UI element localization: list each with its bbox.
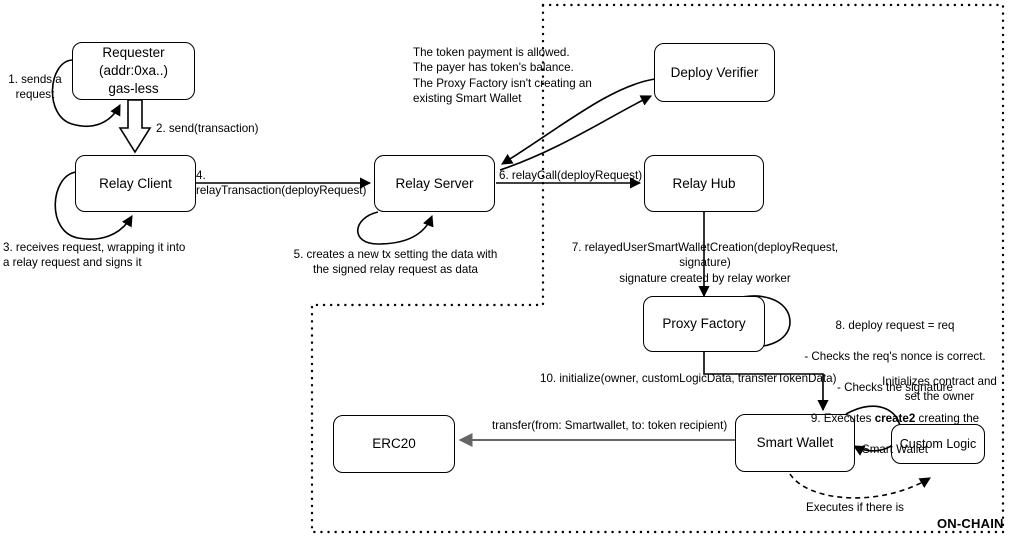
- node-proxy-factory-label: Proxy Factory: [662, 316, 746, 332]
- node-relay-client[interactable]: Relay Client: [75, 155, 196, 212]
- connector-relay-server-self: [357, 211, 434, 245]
- node-relay-hub-label: Relay Hub: [672, 175, 736, 191]
- annotation-initializes-contract: Initializes contract and set the owner: [882, 375, 997, 404]
- on-chain-boundary: [310, 3, 1005, 534]
- connector-relay-server-to-deploy-verifier: [499, 95, 653, 171]
- annotation-step-9-line-5: Smart Wallet: [862, 442, 928, 456]
- annotation-step-7: 7. relayedUserSmartWalletCreation(deploy…: [571, 241, 839, 285]
- connector-smart-wallet-to-custom-logic: [789, 473, 931, 499]
- annotation-step-9-create2: create2: [874, 411, 916, 425]
- node-relay-hub[interactable]: Relay Hub: [644, 155, 764, 212]
- connector-relay-client-self: [54, 171, 133, 240]
- node-smart-wallet[interactable]: Smart Wallet: [735, 414, 855, 472]
- annotation-step-8-line-2: - Checks the req's nonce is correct.: [804, 350, 986, 364]
- annotation-step-6: 6. relayCall(deployRequest): [499, 169, 643, 182]
- node-erc20-label: ERC20: [372, 436, 416, 452]
- on-chain-region-label: ON-CHAIN: [937, 516, 1004, 531]
- annotation-verifier-conditions: The token payment is allowed. The payer …: [413, 46, 592, 106]
- annotation-step-8-line-3: - Checks the signature: [837, 381, 953, 395]
- annotation-step-5: 5. creates a new tx setting the data wit…: [293, 248, 498, 277]
- annotation-step-1: 1. sends a request: [8, 73, 62, 102]
- annotation-step-4: 4. relayTransaction(deployRequest): [196, 169, 367, 198]
- connector-requester-to-relay-client: [118, 99, 152, 154]
- node-requester[interactable]: Requester (addr:0xa..) gas-less: [72, 42, 195, 100]
- annotation-step-2: 2. send(transaction): [156, 122, 259, 135]
- node-smart-wallet-label: Smart Wallet: [756, 435, 834, 451]
- node-deploy-verifier-label: Deploy Verifier: [670, 64, 759, 80]
- annotation-step-3: 3. receives request, wrapping it into a …: [3, 241, 186, 270]
- node-relay-client-label: Relay Client: [99, 175, 172, 191]
- connector-proxy-factory-to-smart-wallet: [703, 350, 829, 412]
- annotation-transfer-call: transfer(from: Smartwallet, to: token re…: [492, 419, 728, 432]
- annotation-step-9-prefix: 9. Executes: [810, 411, 875, 425]
- annotation-executes-if-there-is: Executes if there is: [806, 501, 904, 514]
- node-proxy-factory[interactable]: Proxy Factory: [643, 296, 765, 352]
- annotation-step-8-9: 8. deploy request = req - Checks the req…: [795, 303, 995, 457]
- node-relay-server-label: Relay Server: [395, 175, 474, 191]
- node-custom-logic-label: Custom Logic: [899, 436, 977, 451]
- annotation-step-9-suffix: creating the: [915, 411, 980, 425]
- node-requester-label: Requester (addr:0xa..) gas-less: [98, 45, 169, 96]
- node-erc20[interactable]: ERC20: [333, 415, 455, 473]
- connector-requester-self: [51, 59, 121, 128]
- annotation-step-8-line-1: 8. deploy request = req: [835, 319, 955, 333]
- annotation-step-10: 10. initialize(owner, customLogicData, t…: [540, 372, 837, 385]
- node-custom-logic[interactable]: Custom Logic: [891, 424, 985, 464]
- node-relay-server[interactable]: Relay Server: [374, 155, 495, 212]
- node-deploy-verifier[interactable]: Deploy Verifier: [654, 43, 775, 102]
- connector-deploy-verifier-to-relay-server: [501, 78, 656, 165]
